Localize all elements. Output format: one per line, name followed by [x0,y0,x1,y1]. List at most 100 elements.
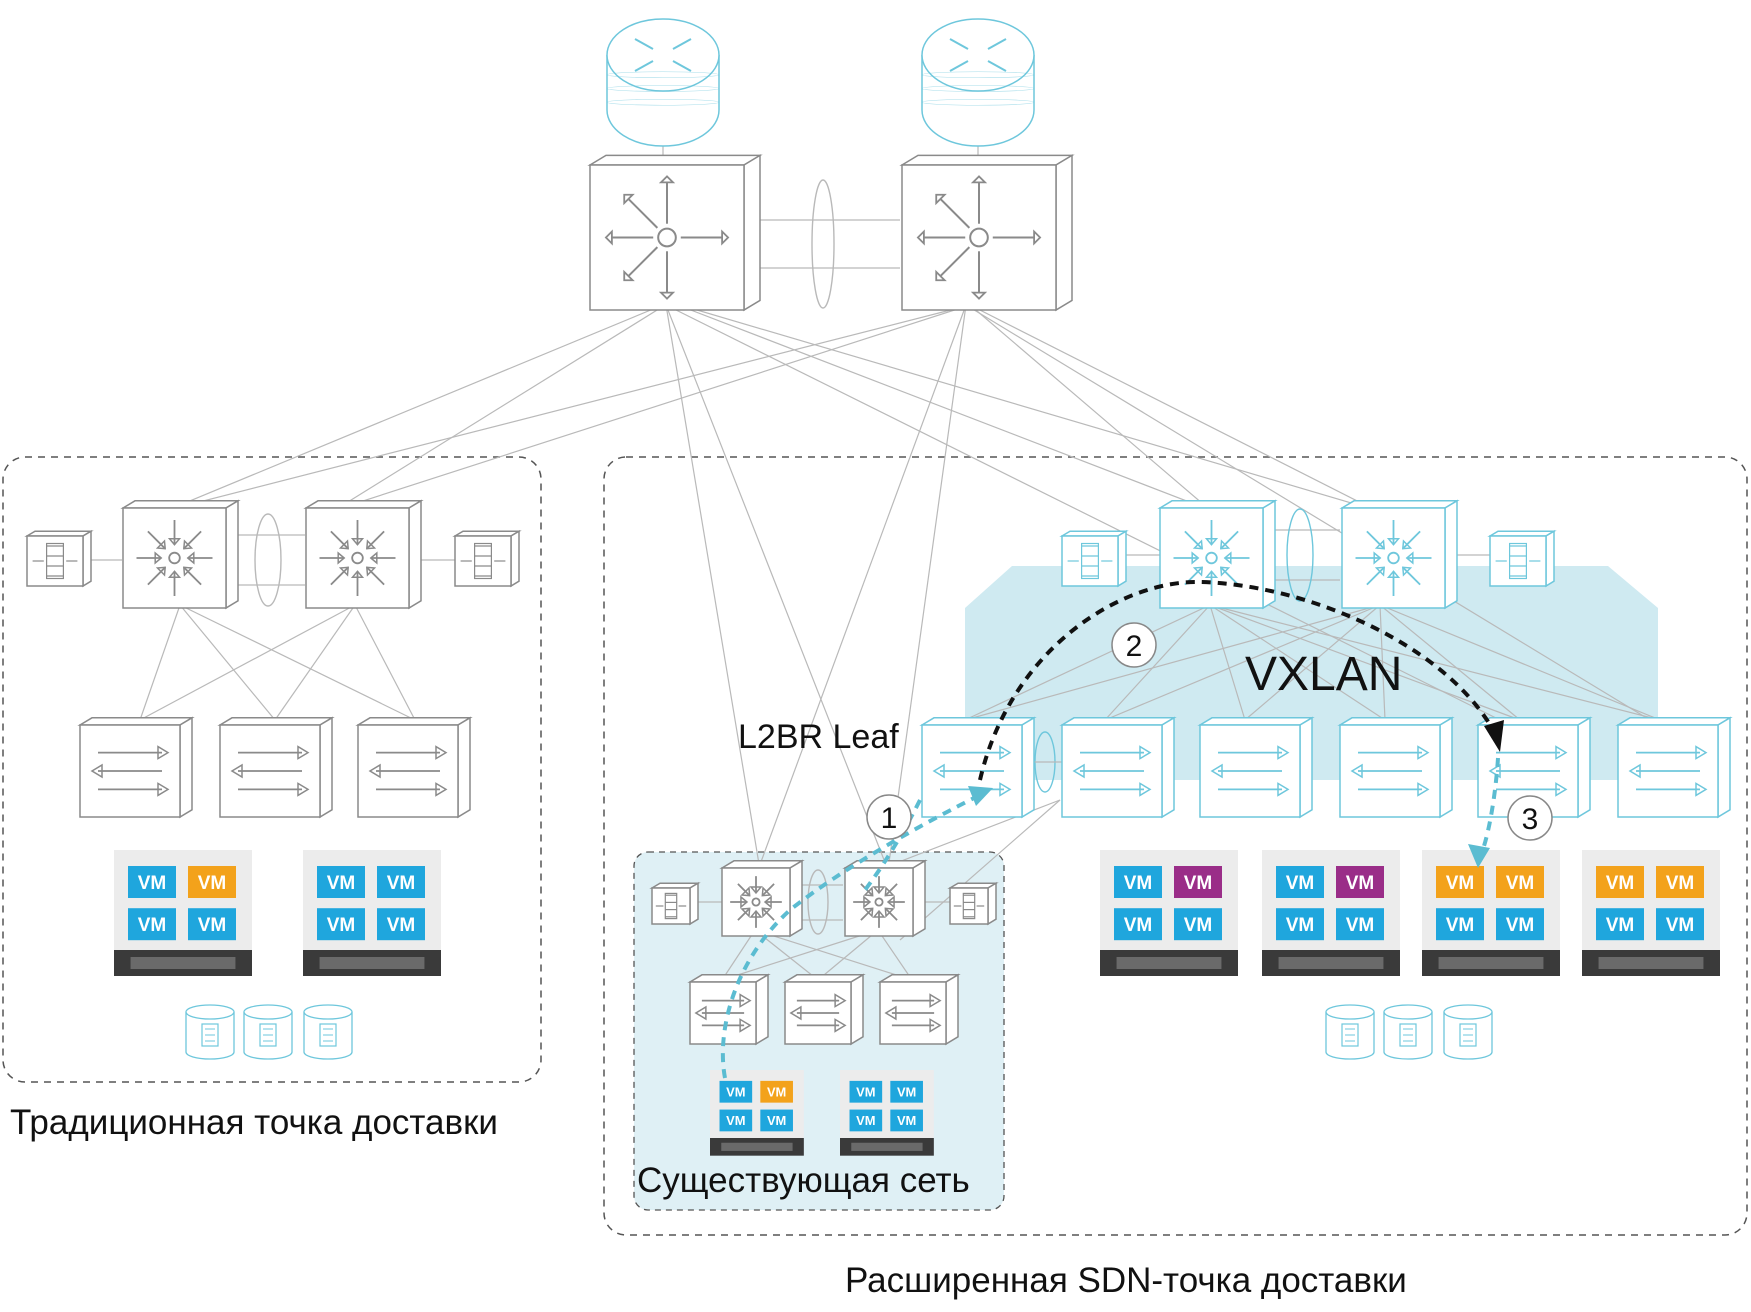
vm-icon: VM [1276,908,1324,941]
vm-icon: VM [760,1080,793,1103]
uplink [665,304,889,871]
storage-icon [1443,1004,1493,1060]
fabric-link [1209,604,1661,721]
core-switch-icon [587,154,763,312]
core-bundle [811,179,835,309]
fabric-link [1244,604,1381,721]
downlink [179,604,416,721]
vm-label: VM [198,915,227,936]
router-icon [921,18,1035,147]
uplink [965,304,1651,721]
links [85,110,1661,981]
vm-label: VM [1286,873,1315,894]
vm-icon: VM [719,1109,753,1132]
aggregation-switch-icon [1339,499,1460,610]
storage-icon [303,1004,353,1060]
vm-icon: VM [1336,866,1384,898]
firewall-icon [452,529,522,588]
vm-icon: VM [128,908,176,941]
vm-icon: VM [760,1109,793,1132]
vm-label: VM [1184,873,1213,894]
vm-label: VM [726,1113,745,1128]
vm-label: VM [767,1085,786,1100]
uplink [334,301,671,511]
downlink [817,929,879,981]
access-switch-icon [1615,716,1733,819]
vm-icon: VM [188,908,236,941]
server-icon [710,1138,804,1156]
uplink [757,304,967,871]
vm-group: VM VM VM VM [710,1070,804,1156]
firewall-icon [649,881,701,926]
uplink [334,304,971,511]
path-step-3 [1480,757,1500,853]
core-switch-icon [899,154,1075,312]
vm-icon: VM [1436,866,1484,898]
storage-icon [243,1004,293,1060]
l2br-link [899,799,1061,941]
vm-icon: VM [377,866,425,898]
vm-icon: VM [1276,866,1324,898]
aggregation-switch-icon [719,859,805,938]
vm-icon: VM [1596,866,1644,898]
uplink [665,304,1501,721]
vm-label: VM [897,1113,916,1128]
vm-icon: VM [1174,908,1222,941]
l2br-leaf-label: L2BR Leaf [738,718,899,756]
downlink [721,929,879,981]
vm-icon: VM [890,1109,923,1132]
sdn-pod-label: Расширенная SDN-точка доставки [845,1261,1407,1300]
path-step-1b [863,799,922,892]
vm-label: VM [726,1085,745,1100]
vm-group: VM VM VM VM [1262,850,1400,976]
fabric-link [1209,604,1246,721]
vm-label: VM [1506,915,1535,936]
agg-bundle [254,513,282,607]
uplink [167,301,671,511]
fabric-link [1104,604,1381,721]
vm-label: VM [1666,915,1695,936]
vm-label: VM [767,1113,786,1128]
aggregation-switch-icon [842,859,928,938]
vm-label: VM [856,1113,875,1128]
agg-bundle [807,869,829,935]
access-switch-icon [877,973,961,1046]
vm-label: VM [327,915,356,936]
vm-icon: VM [849,1109,883,1132]
vm-label: VM [327,873,356,894]
vm-icon: VM [1336,908,1384,941]
downlink [754,929,913,981]
devices [24,18,1733,1060]
uplink [665,304,761,871]
downlink [179,604,276,721]
vm-icon: VM [377,908,425,941]
vm-label: VM [1666,873,1695,894]
vm-label: VM [1346,873,1375,894]
vm-label: VM [387,915,416,936]
traditional-pod-label: Традиционная точка доставки [10,1103,498,1142]
access-switch-icon [919,716,1037,819]
access-switch-icon [217,716,335,819]
vm-label: VM [856,1085,875,1100]
vm-label: VM [1346,915,1375,936]
traditional-pod-boundary [2,456,542,1083]
sdn-pod-boundary [603,456,1748,1236]
uplink [969,304,1211,511]
vm-label: VM [1124,915,1153,936]
access-switch-icon [687,973,771,1046]
firewall-icon [1059,529,1129,588]
vm-label: VM [1506,873,1535,894]
server-icon [1262,950,1400,976]
fabric-link [1104,604,1211,721]
firewall-icon [947,881,999,926]
downlink [354,604,416,721]
vm-icon: VM [1174,866,1222,898]
downlink [877,929,913,981]
vm-label: VM [1184,915,1213,936]
vm-icon: VM [1114,908,1162,941]
